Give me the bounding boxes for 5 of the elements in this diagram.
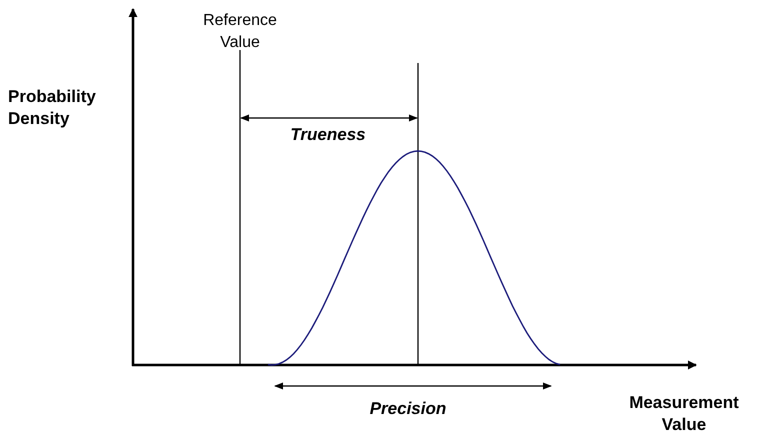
reference-label: Reference Value — [202, 11, 278, 53]
axis-title: Measurement Value — [628, 392, 740, 435]
dimension-label: Precision — [368, 398, 448, 420]
axis-title: Probability Density — [8, 86, 97, 130]
dimension-label: Trueness — [289, 124, 367, 146]
